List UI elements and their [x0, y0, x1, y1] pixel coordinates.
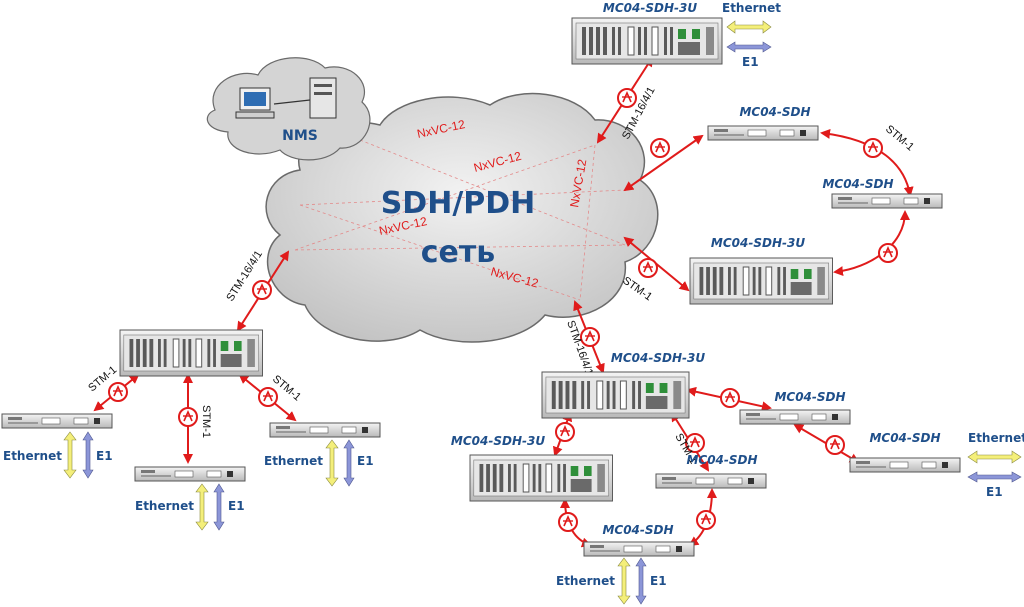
e1-arrow-bottom	[635, 557, 647, 605]
legend-left-1-e1: E1	[96, 449, 113, 463]
device-left-3u	[119, 329, 263, 377]
device-ring-sdh-b-label: MC04-SDH	[822, 177, 893, 191]
legend-right-e1: E1	[986, 485, 1003, 499]
e1-arrow-left-2	[213, 483, 225, 531]
ethernet-arrow-left-2	[195, 483, 209, 531]
link-label-left-2: STM-1	[200, 405, 212, 438]
nms-label: NMS	[282, 128, 318, 144]
nms-cloud: NMS	[206, 57, 371, 161]
legend-top-e1: E1	[742, 55, 759, 69]
sdh-pdh-cloud: SDH/PDH сеть NxVC-12 NxVC-12 NxVC-12 NxV…	[265, 92, 659, 343]
link-label-ring-1: STM-1	[883, 123, 916, 153]
ethernet-arrow-left-3	[325, 439, 339, 487]
device-ring-sdh-a-label: MC04-SDH	[739, 105, 810, 119]
ethernet-arrow-bottom	[617, 557, 631, 605]
ethernet-arrow-right	[967, 450, 1022, 464]
ethernet-arrow-top	[726, 20, 772, 34]
legend-left-1: Ethernet E1	[3, 431, 113, 479]
device-top-3u-label: MC04-SDH-3U	[603, 1, 697, 15]
link-label-ring-2: STM-1	[620, 275, 654, 304]
device-bottom-mid-sdh: MC04-SDH	[655, 453, 767, 489]
device-bottom-left-3u-label: MC04-SDH-3U	[451, 434, 545, 448]
device-bottom-right-sdh-a-label: MC04-SDH	[774, 390, 845, 404]
device-bottom-3u: MC04-SDH-3U	[541, 351, 705, 419]
legend-bottom-ethernet: Ethernet	[556, 574, 615, 588]
device-bottom-bottom-sdh: MC04-SDH	[583, 523, 695, 557]
legend-bottom-e1: E1	[650, 574, 667, 588]
ethernet-arrow-left-1	[63, 431, 77, 479]
legend-left-3: Ethernet E1	[264, 439, 374, 487]
device-ring-3u: MC04-SDH-3U	[689, 236, 833, 305]
e1-arrow-top	[726, 41, 772, 53]
device-left-sdh-3	[269, 422, 381, 438]
legend-left-3-ethernet: Ethernet	[264, 454, 323, 468]
legend-top: Ethernet E1	[722, 1, 781, 69]
device-top-3u: MC04-SDH-3U	[571, 1, 723, 65]
device-bottom-3u-label: MC04-SDH-3U	[611, 351, 705, 365]
device-left-sdh-2	[134, 466, 246, 482]
device-bottom-mid-sdh-label: MC04-SDH	[686, 453, 757, 467]
e1-arrow-right	[967, 471, 1022, 483]
legend-left-2-e1: E1	[228, 499, 245, 513]
device-bottom-left-3u: MC04-SDH-3U	[451, 434, 613, 502]
device-bottom-right-sdh-b: MC04-SDH	[849, 431, 961, 473]
legend-top-ethernet: Ethernet	[722, 1, 781, 15]
device-bottom-right-sdh-a: MC04-SDH	[739, 390, 851, 425]
e1-arrow-left-3	[343, 439, 355, 487]
device-ring-3u-label: MC04-SDH-3U	[711, 236, 805, 250]
device-bottom-right-sdh-b-label: MC04-SDH	[869, 431, 940, 445]
device-ring-sdh-b: MC04-SDH	[822, 177, 943, 209]
cloud-title: SDH/PDH	[381, 186, 536, 221]
legend-left-2: Ethernet E1	[135, 483, 245, 531]
e1-arrow-left-1	[82, 431, 94, 479]
legend-right: Ethernet E1	[967, 431, 1024, 499]
legend-left-2-ethernet: Ethernet	[135, 499, 194, 513]
device-ring-sdh-a: MC04-SDH	[707, 105, 819, 141]
legend-bottom: Ethernet E1	[556, 557, 667, 605]
legend-left-3-e1: E1	[357, 454, 374, 468]
device-left-sdh-1	[1, 413, 113, 429]
nms-computer-icon	[235, 77, 337, 119]
cloud-subtitle: сеть	[421, 235, 496, 270]
device-bottom-bottom-sdh-label: MC04-SDH	[602, 523, 673, 537]
legend-left-1-ethernet: Ethernet	[3, 449, 62, 463]
legend-right-ethernet: Ethernet	[968, 431, 1024, 445]
